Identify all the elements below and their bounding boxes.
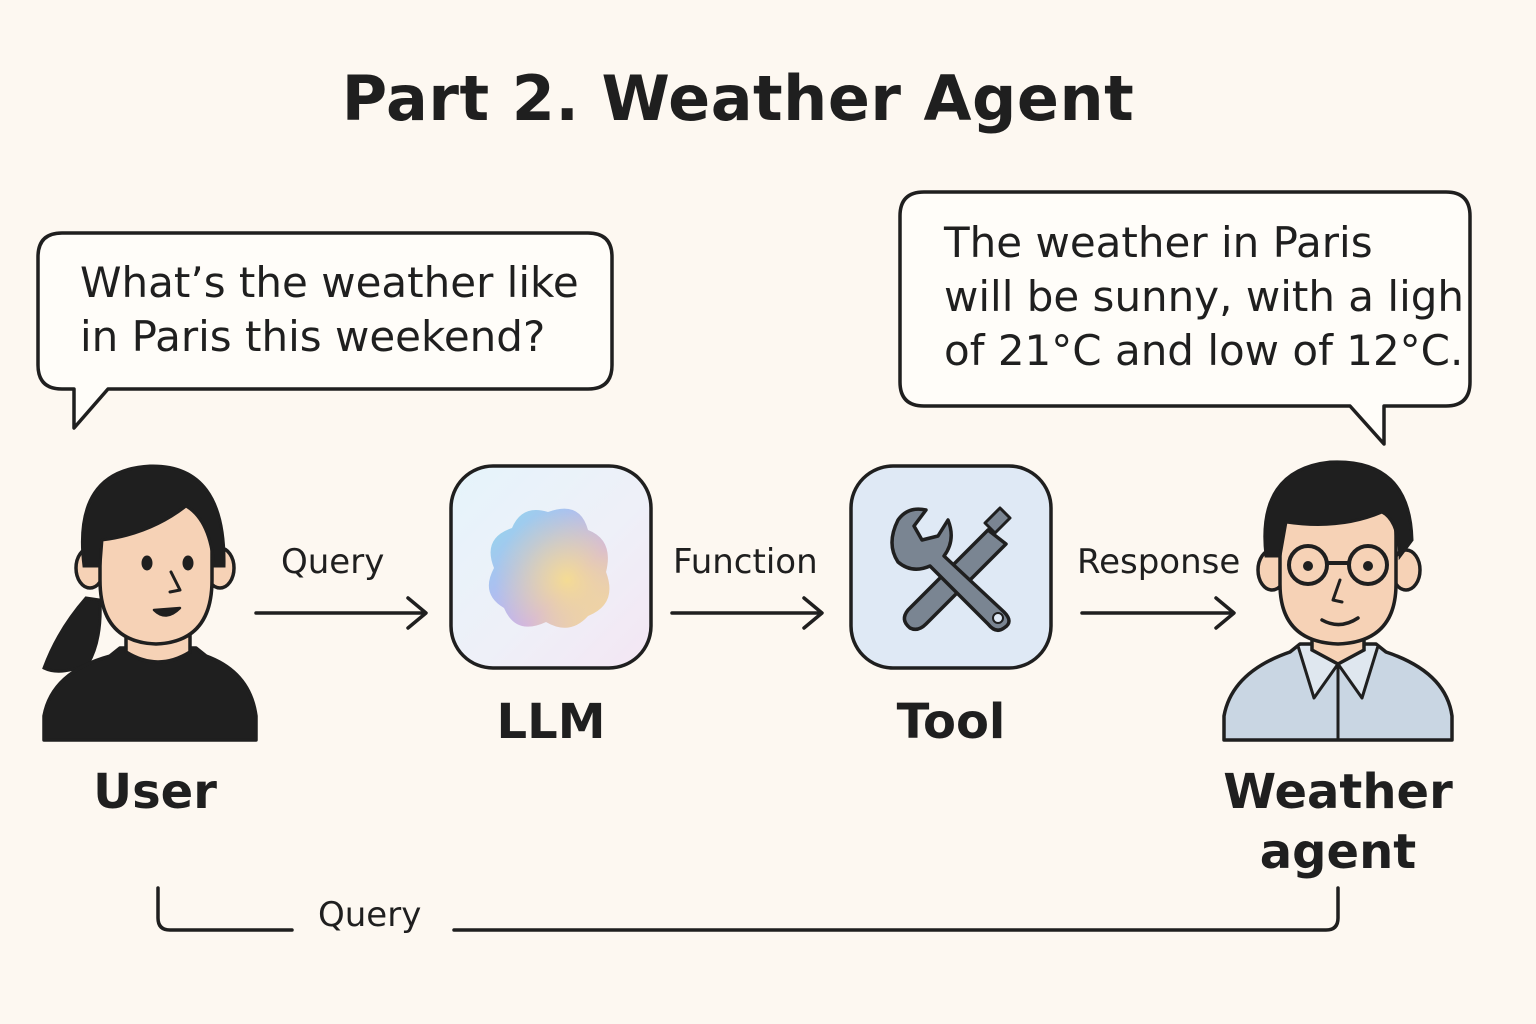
agent-node-label-line: agent <box>1259 824 1417 880</box>
user-node-label: User <box>93 764 217 820</box>
query-edge-label: Query <box>281 542 385 582</box>
llm-blob-icon <box>488 508 610 628</box>
woman-avatar-icon <box>42 464 258 742</box>
user-speech-bubble <box>36 231 614 430</box>
function-edge-label: Function <box>673 542 818 582</box>
user-question-line: in Paris this weekend? <box>80 312 546 361</box>
agent-speech-bubble <box>898 190 1472 446</box>
agent-node-label-line: Weather <box>1223 764 1453 820</box>
user-question-line: What’s the weather like <box>80 258 579 307</box>
wrench-screwdriver-icon <box>890 506 1012 632</box>
response-edge-label: Response <box>1077 542 1241 582</box>
return-query-bracket <box>156 886 1340 932</box>
llm-node-label: LLM <box>496 694 606 750</box>
agent-answer-line: The weather in Paris <box>944 218 1373 267</box>
llm-node-icon <box>449 464 653 670</box>
agent-answer-text: The weather in Paris will be sunny, with… <box>944 216 1464 378</box>
return-query-edge-label: Query <box>318 895 422 935</box>
function-arrow <box>670 596 824 630</box>
tool-node-label: Tool <box>896 694 1006 750</box>
diagram-title: Part 2. Weather Agent <box>341 62 1135 135</box>
man-with-glasses-avatar-icon <box>1222 460 1454 742</box>
agent-answer-line: will be sunny, with a ligh <box>944 272 1465 321</box>
query-arrow <box>254 596 428 630</box>
user-question-text: What’s the weather like in Paris this we… <box>80 256 579 364</box>
tool-node-icon <box>849 464 1053 670</box>
response-arrow <box>1080 596 1236 630</box>
agent-node-label: Weather agent <box>1218 762 1458 882</box>
agent-answer-line: of 21°C and low of 12°C. <box>944 326 1464 375</box>
